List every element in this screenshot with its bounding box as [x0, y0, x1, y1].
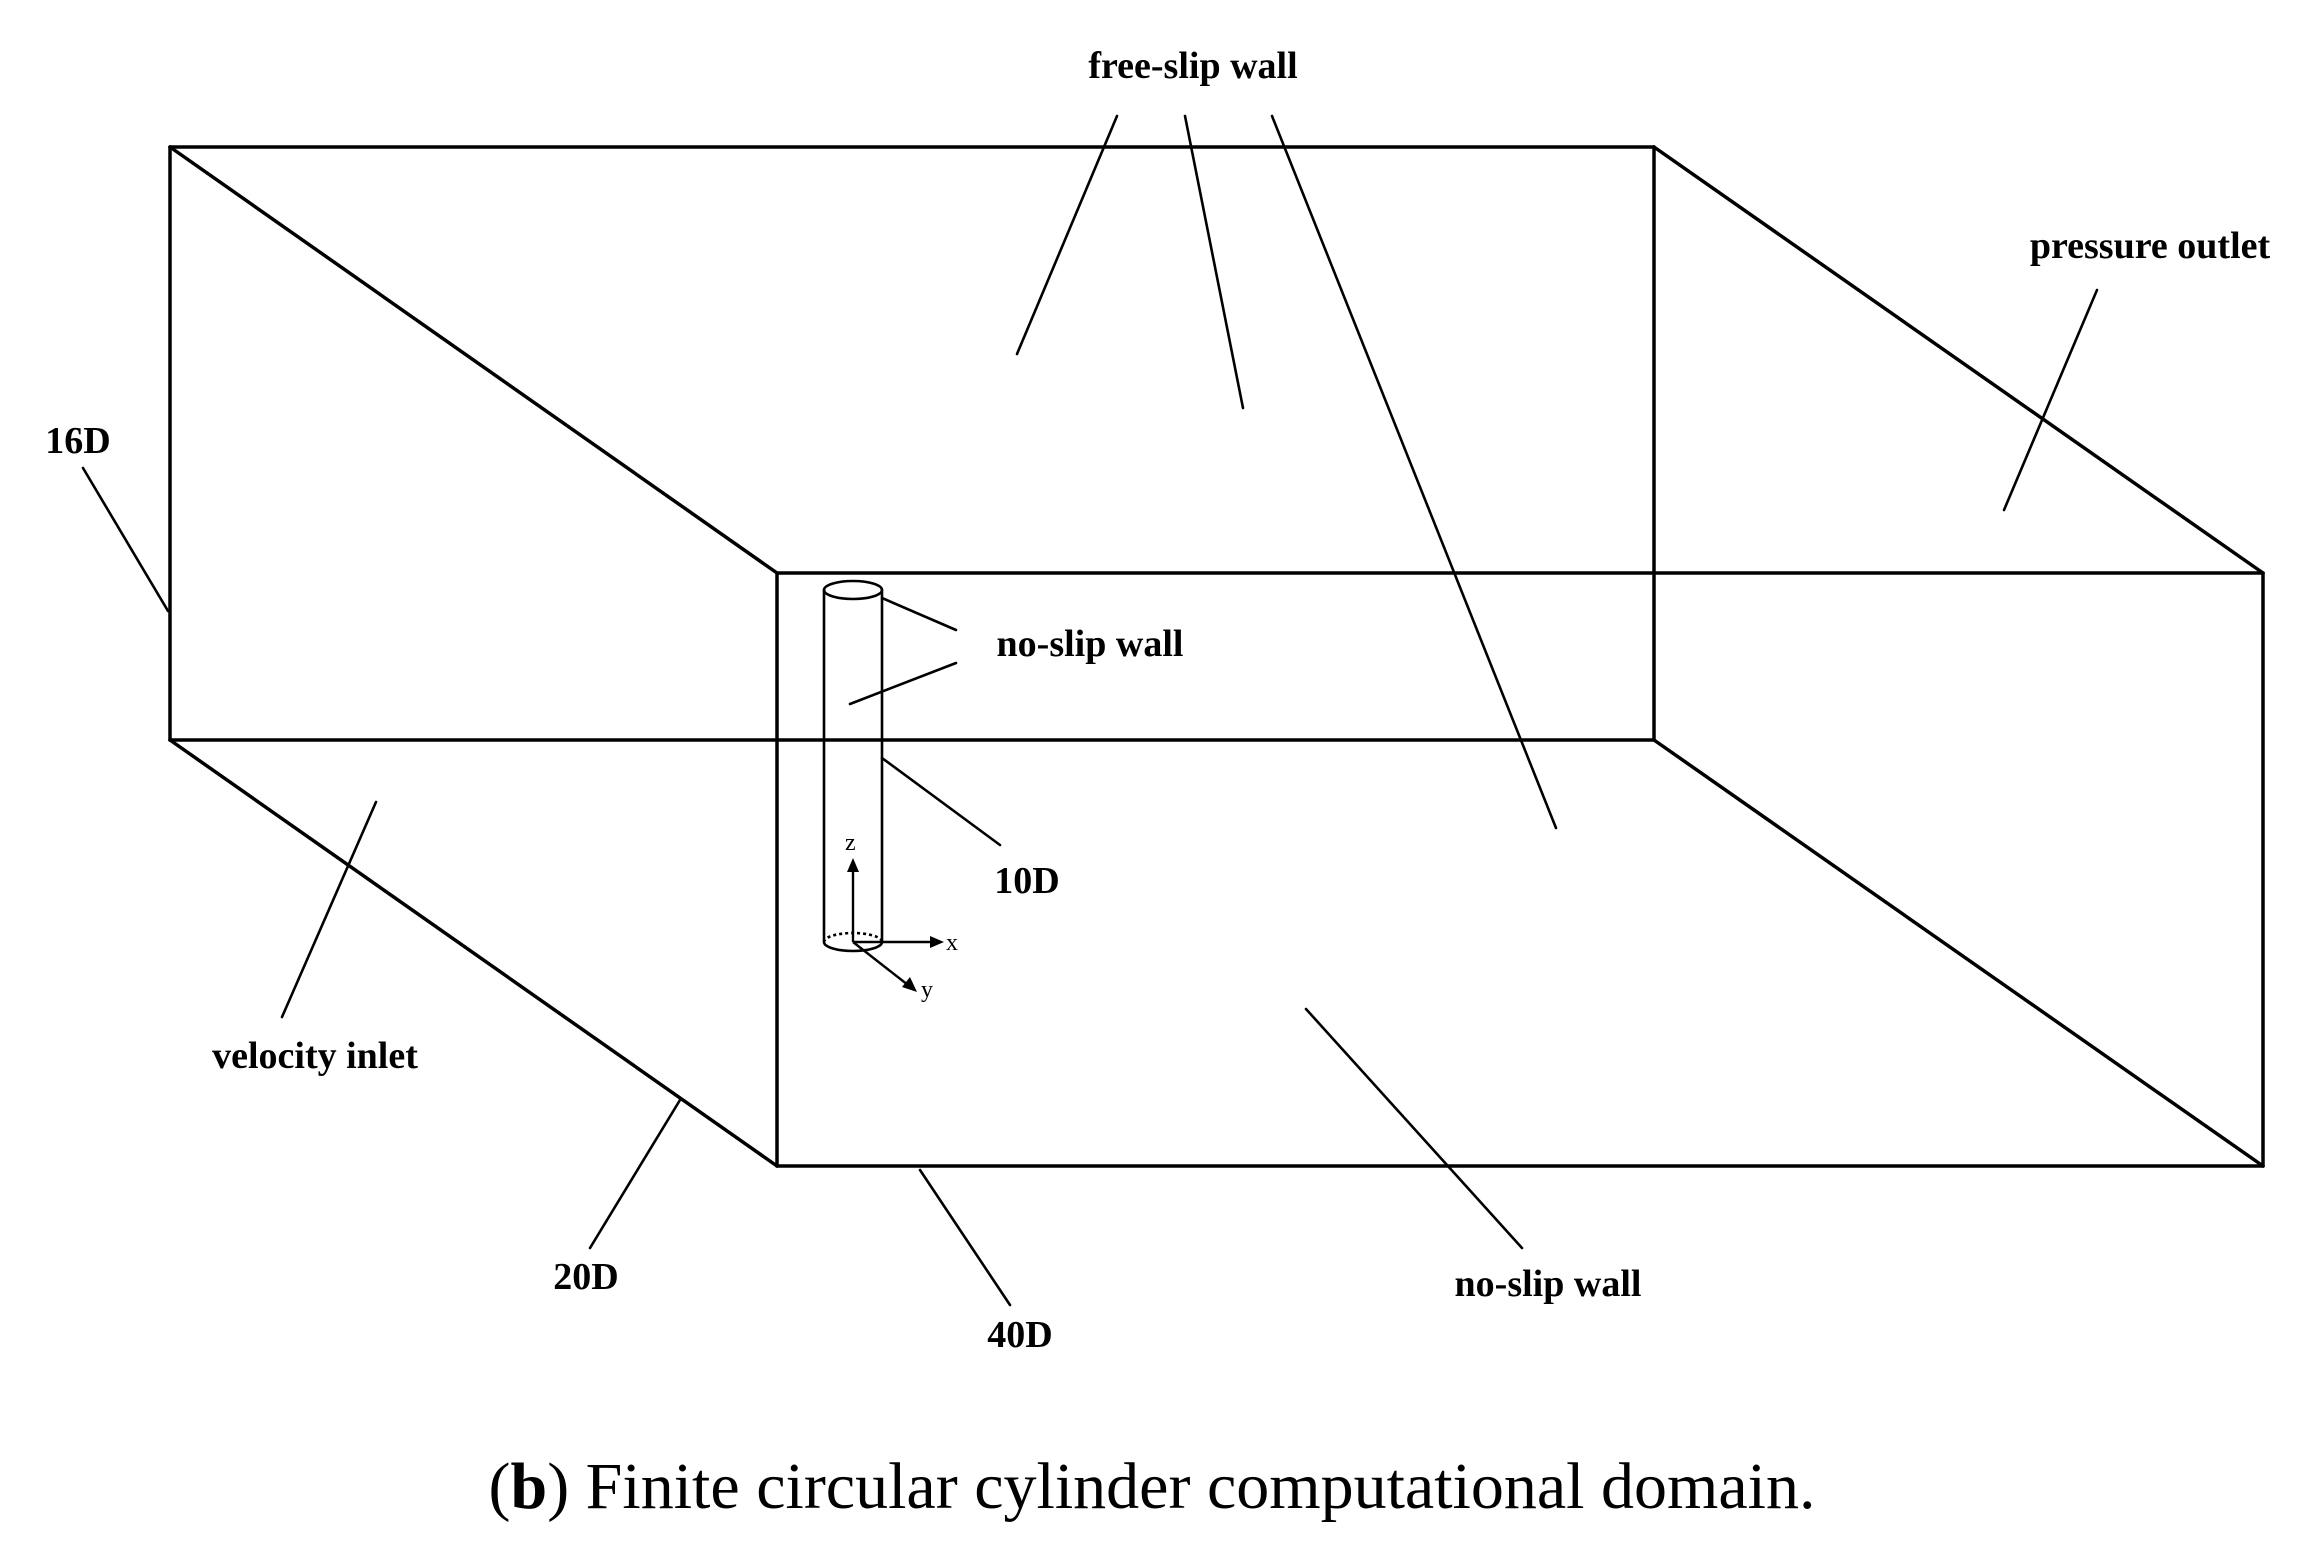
leader-20d [588, 1098, 682, 1250]
leader-free-slip-1 [1015, 114, 1119, 356]
figure-caption: (b) Finite circular cylinder computation… [489, 1450, 1816, 1523]
domain-box [168, 145, 2265, 1168]
label-16d: 16D [45, 420, 110, 462]
leader-10d [880, 756, 1002, 847]
label-free-slip-wall: free-slip wall [1088, 45, 1297, 87]
label-20d: 20D [553, 1256, 618, 1298]
label-40d: 40D [987, 1314, 1052, 1356]
box-edge-bottom-left-depth [168, 738, 779, 1168]
leader-velocity-inlet [280, 800, 378, 1019]
leader-free-slip-3 [1270, 114, 1558, 830]
leader-no-slip-bottom [1304, 1007, 1524, 1250]
z-axis-label: z [845, 830, 856, 856]
label-no-slip-wall-bottom: no-slip wall [1455, 1263, 1642, 1305]
leader-40d [918, 1168, 1012, 1307]
label-pressure-outlet: pressure outlet [2030, 225, 2271, 267]
label-no-slip-wall-cylinder: no-slip wall [997, 623, 1184, 665]
caption-text: ) Finite circular cylinder computational… [547, 1450, 1815, 1523]
labels: free-slip wall pressure outlet 16D no-sl… [45, 45, 2270, 1356]
box-edge-bottom-right-depth [1652, 738, 2265, 1168]
y-axis [852, 941, 909, 986]
leader-16d [81, 466, 170, 613]
cylinder-top-ellipse [822, 579, 884, 601]
caption-open-paren: ( [489, 1450, 511, 1523]
leader-free-slip-2 [1183, 114, 1245, 410]
x-axis-arrow-icon [930, 936, 944, 948]
box-edge-top-right-depth [1652, 145, 2265, 575]
cylinder-bottom-arc-front [822, 941, 884, 953]
y-axis-label: y [921, 977, 933, 1003]
caption-letter: b [510, 1450, 547, 1523]
y-axis-arrow-icon [902, 977, 917, 992]
leader-lines [81, 114, 2099, 1307]
x-axis-label: x [946, 930, 958, 956]
leader-no-slip-cylinder-side [848, 661, 958, 706]
leader-no-slip-cylinder-top [880, 596, 958, 632]
label-velocity-inlet: velocity inlet [212, 1035, 418, 1077]
box-edge-top-left-depth [168, 145, 779, 575]
coordinate-axes: z x y [845, 830, 958, 1003]
label-10d: 10D [994, 860, 1059, 902]
z-axis-arrow-icon [847, 858, 859, 872]
leader-pressure-outlet [2002, 288, 2099, 512]
